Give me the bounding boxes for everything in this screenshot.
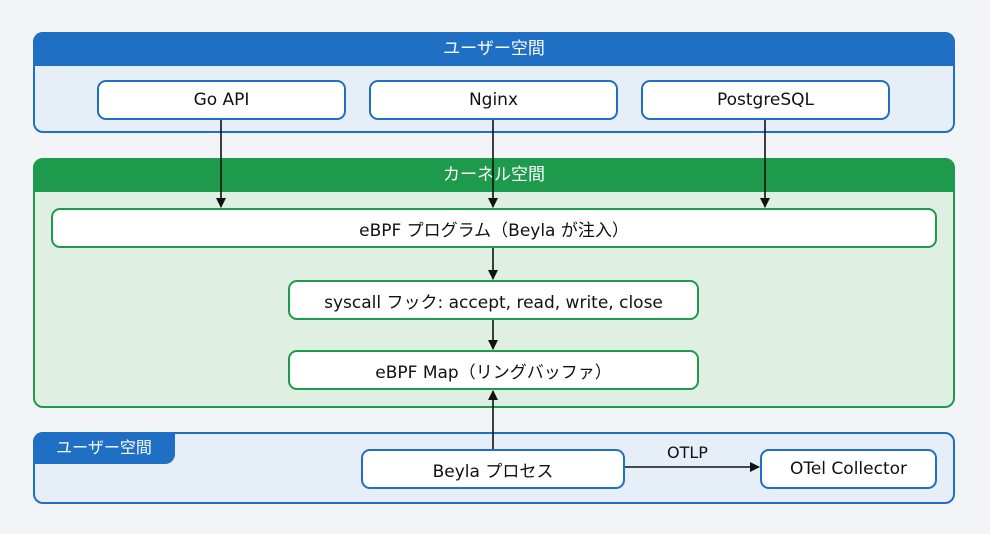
node-ebpf-program: eBPF プログラム（Beyla が注入） — [51, 208, 937, 248]
kernel-space-title: カーネル空間 — [33, 158, 955, 192]
node-nginx: Nginx — [369, 80, 618, 120]
node-go-api: Go API — [97, 80, 346, 120]
node-postgresql: PostgreSQL — [641, 80, 890, 120]
node-otel-collector: OTel Collector — [760, 449, 937, 489]
edge-label-otlp: OTLP — [667, 443, 708, 462]
user-space-title-bottom: ユーザー空間 — [33, 432, 175, 464]
node-ebpf-map: eBPF Map（リングバッファ） — [288, 350, 699, 390]
node-beyla-process: Beyla プロセス — [361, 449, 625, 489]
user-space-title-top: ユーザー空間 — [33, 32, 955, 66]
node-syscall-hook: syscall フック: accept, read, write, close — [288, 280, 699, 320]
